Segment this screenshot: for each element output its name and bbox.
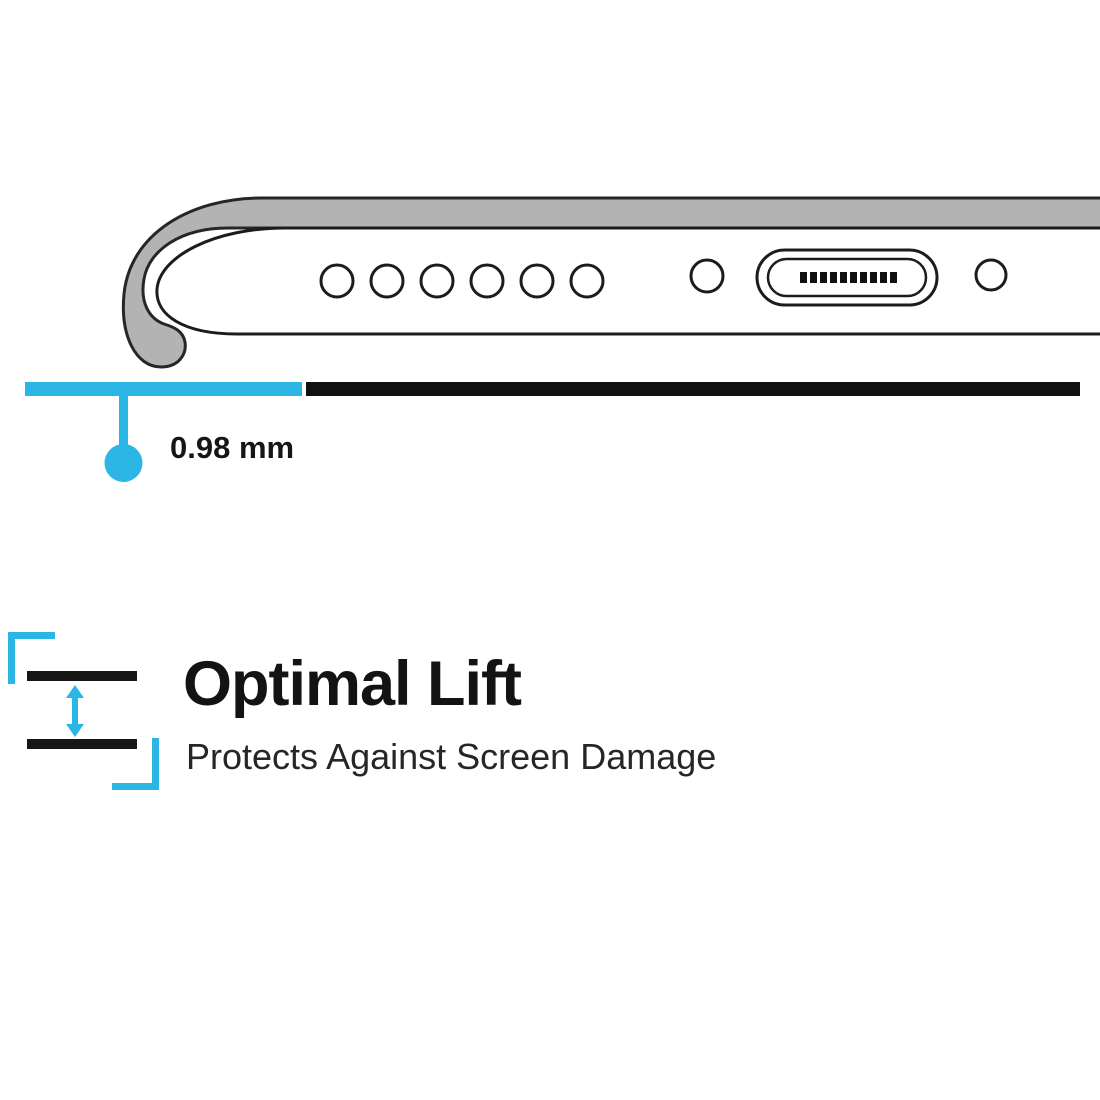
bracket-top-left-horizontal — [8, 632, 55, 639]
arrow-head-down — [66, 724, 84, 737]
gap-marker-dot — [104, 444, 143, 482]
port-pin — [890, 272, 897, 283]
speaker-hole — [419, 263, 455, 299]
port-pin — [880, 272, 887, 283]
port-pin — [870, 272, 877, 283]
screen-line-bottom — [27, 739, 137, 749]
port-pin — [810, 272, 817, 283]
speaker-hole — [469, 263, 505, 299]
surface-line — [306, 382, 1080, 396]
screw-hole-right — [974, 258, 1008, 292]
measurement-label: 0.98 mm — [170, 430, 294, 465]
feature-title: Optimal Lift — [183, 649, 522, 719]
speaker-hole — [319, 263, 355, 299]
arrow-head-up — [66, 685, 84, 698]
port-pin — [840, 272, 847, 283]
phone-bottom-illustration: 0.98 mm — [25, 196, 1100, 482]
up-down-arrow-icon — [66, 685, 84, 737]
bracket-top-left-vertical — [8, 632, 15, 684]
screen-line-top — [27, 671, 137, 681]
port-pins — [800, 272, 897, 283]
surface-line-accent — [25, 382, 302, 396]
speaker-hole — [369, 263, 405, 299]
speaker-hole — [569, 263, 605, 299]
speaker-holes — [319, 263, 605, 299]
gap-connector-line — [119, 396, 128, 448]
bracket-bottom-right-horizontal — [112, 783, 159, 790]
bracket-bottom-right — [112, 738, 159, 790]
case-outline — [121, 196, 1100, 369]
arrow-shaft — [72, 697, 78, 725]
port-pin — [820, 272, 827, 283]
port-pin — [850, 272, 857, 283]
bracket-top-left — [8, 632, 55, 684]
charging-port-icon — [755, 248, 939, 307]
phone-body — [155, 226, 1100, 336]
port-pin — [800, 272, 807, 283]
bracket-bottom-right-vertical — [152, 738, 159, 790]
feature-subtitle: Protects Against Screen Damage — [186, 736, 717, 777]
lift-gap-icon — [8, 632, 159, 790]
port-pin — [860, 272, 867, 283]
screw-hole-left — [689, 258, 725, 294]
port-pin — [830, 272, 837, 283]
speaker-hole — [519, 263, 555, 299]
